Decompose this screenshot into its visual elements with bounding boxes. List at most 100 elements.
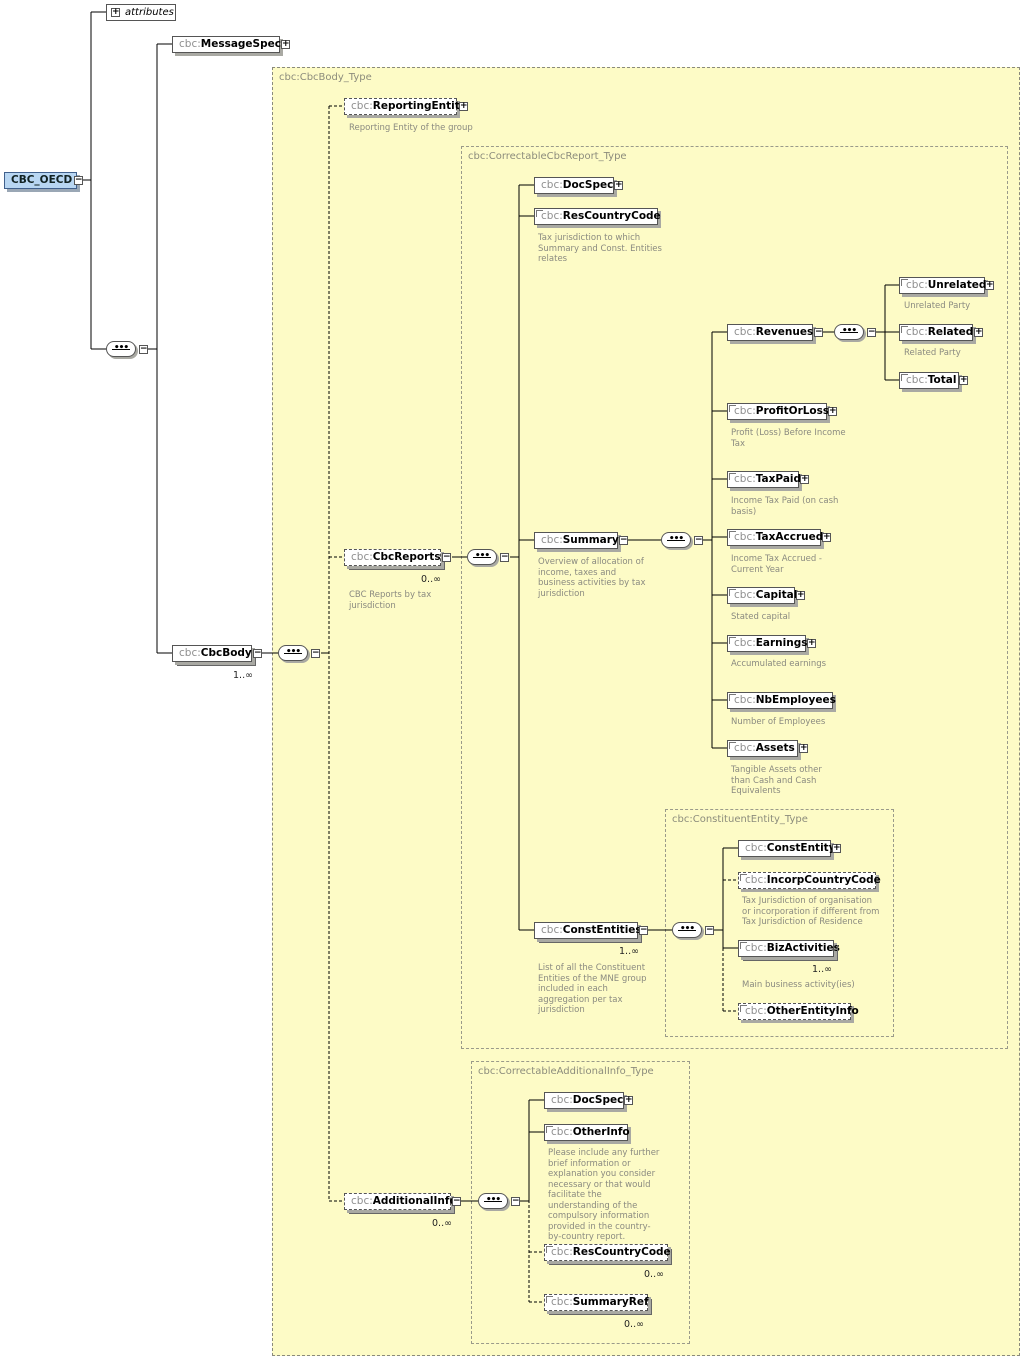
assets-description: Tangible Assets other than Cash and Cash… [731,765,822,796]
node-cbcbody[interactable]: cbc:CbcBody [172,645,256,666]
node-reportingentity[interactable]: cbc:ReportingEntity [344,98,467,115]
doc-icon [546,1296,553,1303]
node-additionalinfo[interactable]: cbc:AdditionalInfo [344,1193,457,1214]
node-incorpcountrycode[interactable]: cbc:IncorpCountryCode [738,872,881,889]
node-taxpaid[interactable]: cbc:TaxPaid [727,471,801,488]
revenues-collapse-toggle[interactable]: − [814,327,823,337]
doc-icon [729,637,736,644]
doc-icon [901,279,908,286]
docspec-expand-toggle[interactable]: + [614,180,623,190]
total-expand-toggle[interactable]: + [959,375,968,385]
taxpaid-description: Income Tax Paid (on cash basis) [731,496,839,517]
doc-icon [901,326,908,333]
reportingentity-description: Reporting Entity of the group [349,123,473,133]
root-element-cbc-oecd[interactable]: CBC_OECD [4,172,77,189]
sequence-3-collapse-toggle[interactable]: − [500,552,509,562]
sequence-compositor-5[interactable]: ••• [834,324,864,340]
sequence-compositor-4[interactable]: ••• [661,532,691,548]
node-capital[interactable]: cbc:Capital [727,587,797,604]
doc-icon [729,694,736,701]
sequence-compositor-7[interactable]: ••• [478,1193,508,1209]
additionalinfo-collapse-toggle[interactable]: − [452,1196,461,1206]
unrelated-expand-toggle[interactable]: + [985,280,994,290]
sequence-4-collapse-toggle[interactable]: − [694,535,703,545]
docspec-additional-expand-toggle[interactable]: + [624,1095,633,1105]
doc-icon [729,531,736,538]
node-docspec[interactable]: cbc:DocSpec [534,177,614,194]
cbcreports-cardinality: 0..∞ [421,574,441,585]
earnings-expand-toggle[interactable]: + [807,638,816,648]
node-otherinfo[interactable]: cbc:OtherInfo [544,1124,630,1141]
attributes-label: attributes [125,7,174,18]
node-bizactivities[interactable]: cbc:BizActivities [738,940,840,961]
node-constentity[interactable]: cbc:ConstEntity [738,840,836,857]
doc-icon [740,942,747,949]
root-label: CBC_OECD [11,174,73,186]
related-description: Related Party [904,348,961,358]
node-unrelated[interactable]: cbc:Unrelated [899,277,986,294]
bizactivities-cardinality: 1..∞ [812,964,832,975]
doc-icon [546,1246,553,1253]
doc-icon [729,742,736,749]
doc-icon [729,405,736,412]
sequence-compositor-2[interactable]: ••• [278,645,308,661]
node-docspec-additional[interactable]: cbc:DocSpec [544,1092,624,1109]
sequence-1-collapse-toggle[interactable]: − [139,344,148,354]
sequence-5-collapse-toggle[interactable]: − [867,327,876,337]
sequence-2-collapse-toggle[interactable]: − [311,648,320,658]
node-total[interactable]: cbc:Total [899,372,959,389]
sequence-6-collapse-toggle[interactable]: − [705,925,714,935]
node-otherentityinfo[interactable]: cbc:OtherEntityInfo [738,1003,859,1020]
node-rescountrycode[interactable]: cbc:ResCountryCode [534,208,661,225]
cbcbody-collapse-toggle[interactable]: − [253,648,262,658]
root-collapse-toggle[interactable]: − [74,175,83,185]
related-expand-toggle[interactable]: + [974,327,983,337]
sequence-compositor-3[interactable]: ••• [467,549,497,565]
node-summaryref[interactable]: cbc:SummaryRef [544,1294,652,1315]
incorpcountrycode-description: Tax Jurisdiction of organisation or inco… [742,896,880,927]
node-earnings[interactable]: cbc:Earnings [727,635,808,652]
capital-expand-toggle[interactable]: + [796,590,805,600]
node-rescountrycode-additional[interactable]: cbc:ResCountryCode [544,1244,672,1265]
node-profitorloss[interactable]: cbc:ProfitOrLoss [727,403,829,420]
summary-description: Overview of allocation of income, taxes … [538,557,646,599]
node-taxaccrued[interactable]: cbc:TaxAccrued [727,529,823,546]
sequence-compositor-1[interactable]: ••• [106,341,136,357]
taxaccrued-expand-toggle[interactable]: + [822,532,831,542]
cbcreports-collapse-toggle[interactable]: − [442,552,451,562]
assets-expand-toggle[interactable]: + [799,743,808,753]
profitorloss-expand-toggle[interactable]: + [828,406,837,416]
node-related[interactable]: cbc:Related [899,324,973,341]
taxaccrued-description: Income Tax Accrued - Current Year [731,554,822,575]
node-messagespec[interactable]: cbc:MessageSpec [172,36,281,53]
summary-collapse-toggle[interactable]: − [619,535,628,545]
sequence-7-collapse-toggle[interactable]: − [511,1196,520,1206]
additional-info-type-region: cbc:CorrectableAdditionalInfo_Type [471,1061,690,1344]
doc-icon [901,374,908,381]
constentities-cardinality: 1..∞ [619,946,639,957]
earnings-description: Accumulated earnings [731,659,827,669]
node-assets[interactable]: cbc:Assets [727,740,798,757]
rescountrycode-description: Tax jurisdiction to which Summary and Co… [538,233,662,264]
node-cbcreports[interactable]: cbc:CbcReports [344,549,445,570]
node-nbemployees[interactable]: cbc:NbEmployees [727,692,836,709]
otherinfo-description: Please include any further brief informa… [548,1148,660,1242]
messagespec-expand-toggle[interactable]: + [281,39,290,49]
rescountrycode-additional-cardinality: 0..∞ [644,1269,664,1280]
additionalinfo-cardinality: 0..∞ [432,1218,452,1229]
profitorloss-description: Profit (Loss) Before Income Tax [731,428,846,449]
constentities-collapse-toggle[interactable]: − [639,925,648,935]
capital-description: Stated capital [731,612,791,622]
correctable-report-type-region: cbc:CorrectableCbcReport_Type [461,146,1008,1049]
attributes-expand-toggle[interactable]: + [111,7,120,17]
node-summary[interactable]: cbc:Summary [534,532,619,549]
node-constentities[interactable]: cbc:ConstEntities [534,922,642,943]
node-revenues[interactable]: cbc:Revenues [727,324,813,341]
taxpaid-expand-toggle[interactable]: + [800,474,809,484]
sequence-compositor-6[interactable]: ••• [672,922,702,938]
constentity-expand-toggle[interactable]: + [832,843,841,853]
correctable-report-type-title: cbc:CorrectableCbcReport_Type [468,151,627,162]
cbcbody-type-region: cbc:CbcBody_Type [272,67,1020,1356]
attributes-node[interactable]: attributes [106,4,176,21]
reportingentity-expand-toggle[interactable]: + [459,101,468,111]
